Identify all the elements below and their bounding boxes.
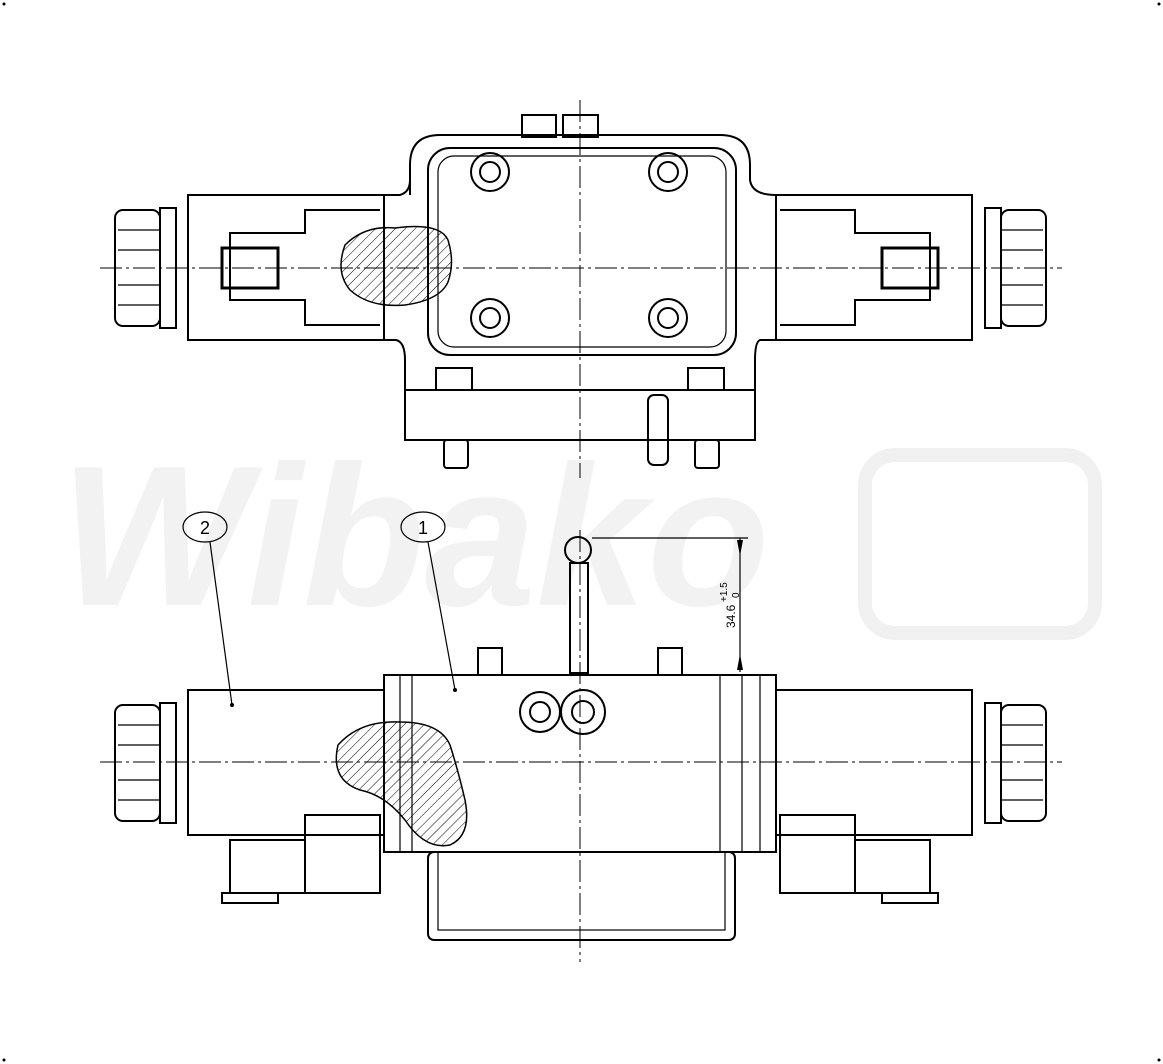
watermark-text: Wibako <box>60 425 769 648</box>
section-cutaway <box>340 225 453 307</box>
watermark-logo-icon <box>858 448 1102 640</box>
dimension-value: 34.6 <box>724 604 738 628</box>
bottom-housing <box>427 851 736 941</box>
balloon-2: 2 <box>182 511 234 707</box>
balloon-1: 1 <box>400 511 457 692</box>
connector-left <box>304 814 381 894</box>
dimension-tolerance-upper: +1.5 <box>719 582 730 602</box>
watermark: Wibako <box>60 425 1102 648</box>
front-view: 34.6 +1.5 0 2 1 <box>100 511 1062 962</box>
bolt-holes <box>470 152 688 338</box>
top-view <box>100 100 1062 478</box>
corner-mark <box>2 2 6 6</box>
lever-stem <box>569 562 589 674</box>
corner-mark <box>1157 2 1161 6</box>
corner-mark <box>2 1058 6 1062</box>
balloon-label: 2 <box>200 518 210 538</box>
corner-mark <box>1157 1058 1161 1062</box>
connector-right <box>779 814 856 894</box>
section-cutaway-front <box>335 721 468 847</box>
dimension-lever-height: 34.6 +1.5 0 <box>592 537 748 672</box>
balloon-label: 1 <box>418 518 428 538</box>
dimension-tolerance-lower: 0 <box>731 592 742 598</box>
